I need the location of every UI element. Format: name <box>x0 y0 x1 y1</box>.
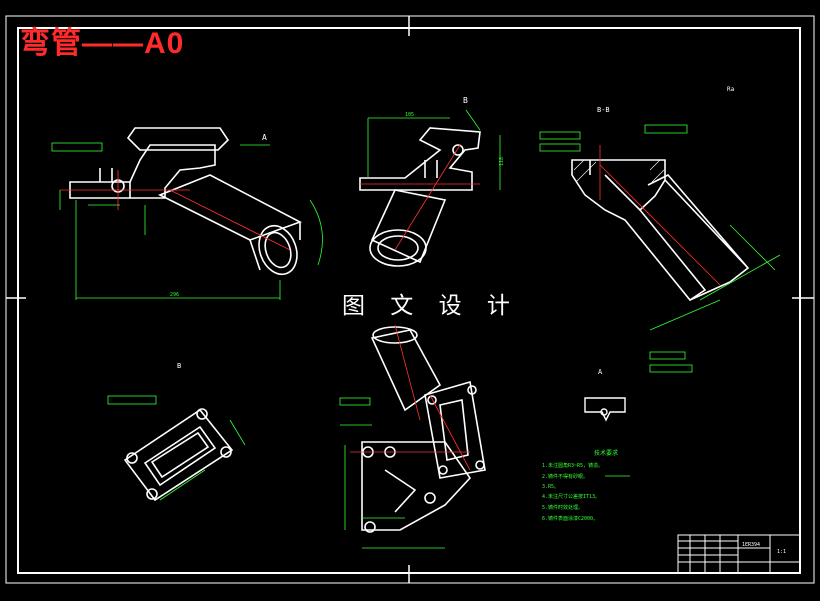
view-b-label: B <box>463 96 468 105</box>
note-line-1: 1.未注圆角R3~R5，铸造。 <box>542 462 603 469</box>
note-line-3: 3.R5。 <box>542 484 559 490</box>
note-line-4: 4.未注尺寸公差按IT13。 <box>542 493 600 500</box>
front-view-dimensions <box>51 142 323 300</box>
section-view <box>571 159 750 302</box>
section-view-dimensions <box>539 124 781 373</box>
flange-view-dimensions <box>107 395 246 501</box>
side-view-dimensions <box>367 109 501 190</box>
top-view-dimensions <box>339 397 445 549</box>
side-view <box>359 127 481 267</box>
centering-marks <box>6 16 814 583</box>
scale: 1:1 <box>777 549 786 555</box>
drawing-title: 弯管——A0 <box>20 27 185 60</box>
title-block <box>677 534 801 574</box>
section-view-hatch <box>573 159 665 183</box>
note-line-6: 6.铸件表面涂漆C2000。 <box>542 515 598 522</box>
watermark-text: 图 文 设 计 <box>342 293 519 319</box>
note-line-5: 5.铸件时效处理。 <box>542 504 583 511</box>
outer-border <box>5 15 815 584</box>
detail-a-label: A <box>598 368 603 376</box>
section-label: B-B <box>597 106 610 114</box>
notes-heading: 技术要求 <box>594 449 618 457</box>
detail-a-view <box>584 397 626 422</box>
dim-overall-length: 296 <box>170 292 179 298</box>
note-line-2: 2.铸件不得有砂眼。 <box>542 473 588 480</box>
dim-height-right: 118 <box>499 157 505 166</box>
section-view-centerlines <box>599 145 721 286</box>
top-view <box>361 326 486 533</box>
front-view-centerlines <box>60 170 291 251</box>
top-view-centerlines <box>350 324 471 471</box>
dim-width-top: 105 <box>405 112 414 118</box>
front-view <box>69 127 302 276</box>
view-a-label: A <box>262 133 267 142</box>
side-view-centerlines <box>360 144 480 251</box>
detail-b-label: B <box>177 362 181 370</box>
flange-view <box>123 408 234 502</box>
roughness-note: Ra <box>727 86 735 93</box>
part-code: 1ER394 <box>742 542 760 548</box>
